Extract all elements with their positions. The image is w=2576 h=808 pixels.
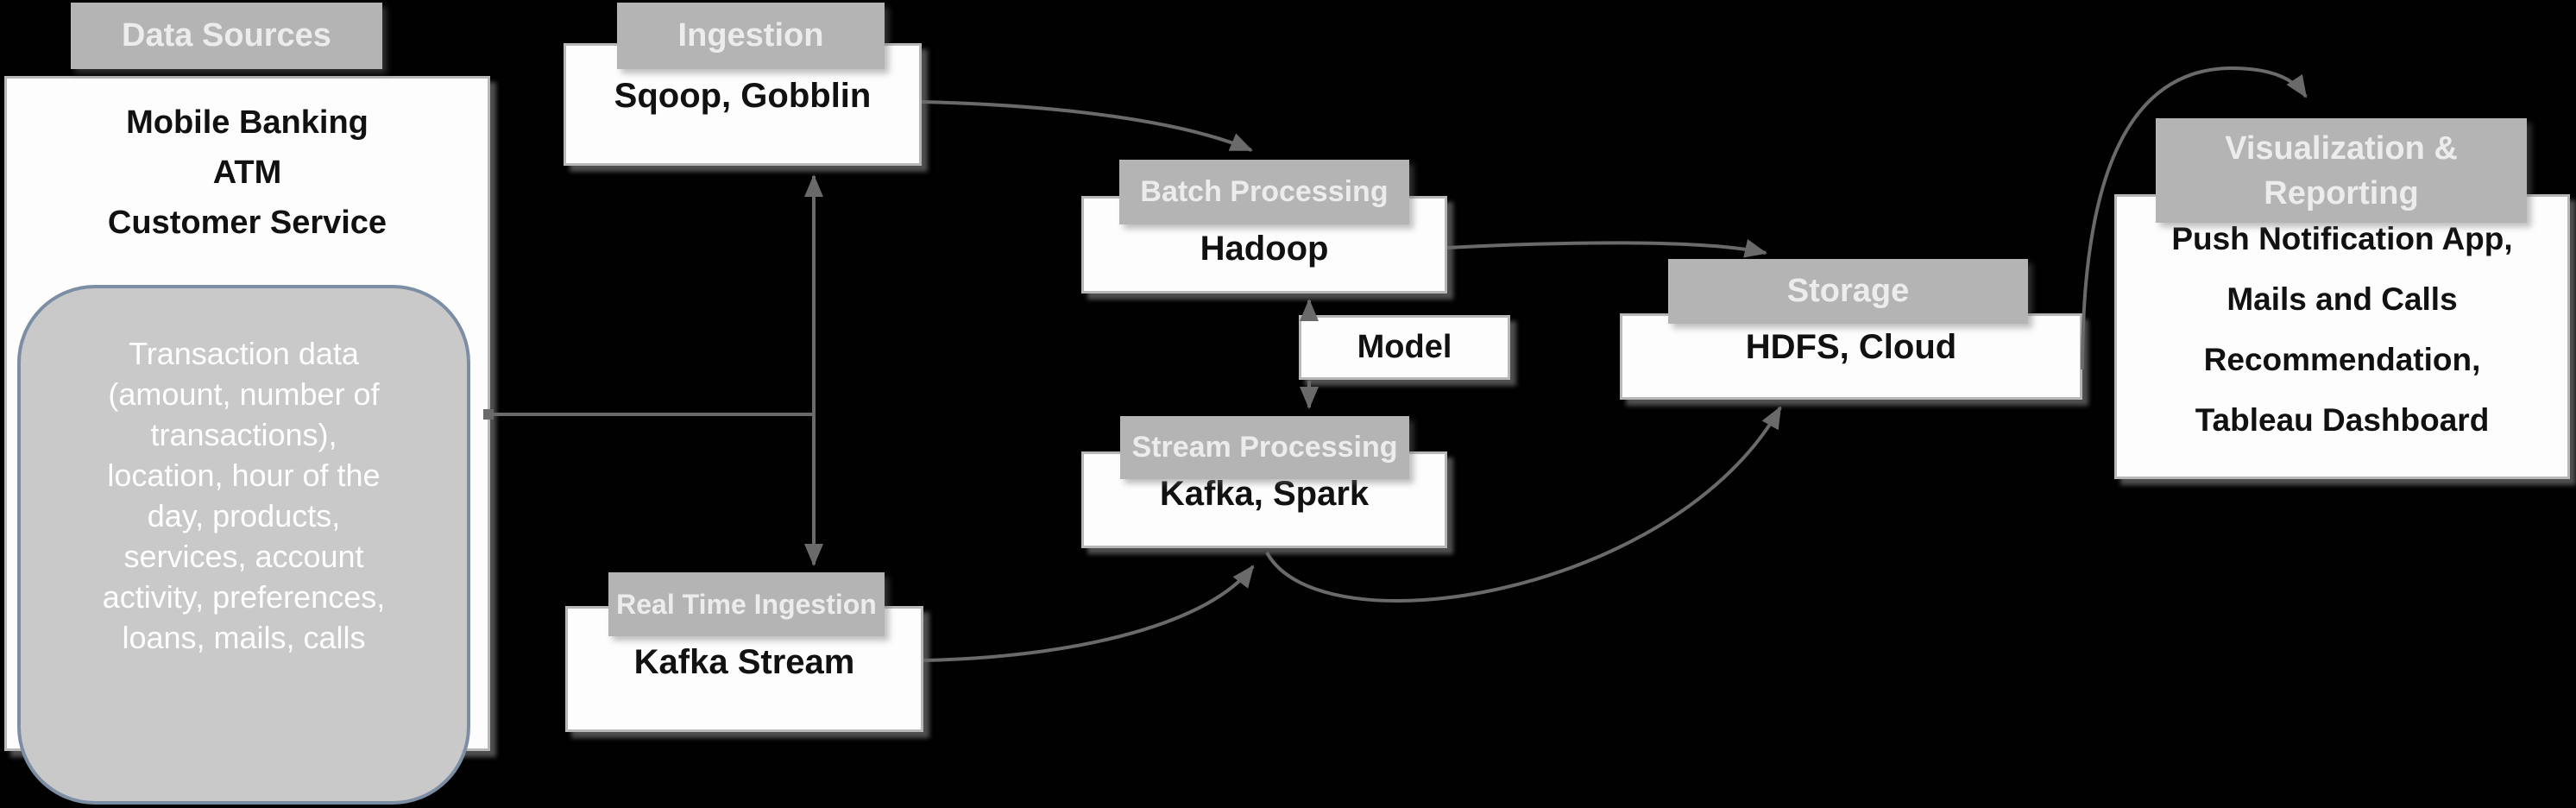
visualization-header-line1: Visualization & bbox=[2225, 129, 2458, 167]
storage-header-tab: Storage bbox=[1668, 259, 2028, 324]
model-box: Model bbox=[1299, 315, 1510, 380]
visualization-output-line: Mails and Calls bbox=[2226, 281, 2458, 317]
transaction-data-line: activity, preferences, bbox=[102, 579, 386, 615]
visualization-header-line2: Reporting bbox=[2264, 174, 2419, 211]
connector-hadoop-to-storage bbox=[1446, 239, 1767, 258]
storage-tools-label: HDFS, Cloud bbox=[1745, 328, 1957, 366]
transaction-data-line: transactions), bbox=[150, 417, 337, 452]
batch-processing-tools-label: Hadoop bbox=[1200, 230, 1329, 268]
connector-ingestion-to-batch bbox=[921, 100, 1253, 152]
storage-header-label: Storage bbox=[1786, 273, 1910, 309]
stream-processing-header-label: Stream Processing bbox=[1131, 431, 1398, 464]
visualization-reporting-box: Push Notification App, Mails and Calls R… bbox=[2114, 194, 2570, 479]
transaction-data-line: loans, mails, calls bbox=[122, 620, 366, 655]
visualization-reporting-header-tab: Visualization & Reporting bbox=[2156, 118, 2527, 223]
transaction-data-line: Transaction data bbox=[129, 336, 359, 371]
ingestion-header-tab: Ingestion bbox=[617, 3, 885, 69]
storage-box: HDFS, Cloud bbox=[1620, 313, 2082, 400]
stream-processing-header-tab: Stream Processing bbox=[1120, 416, 1409, 479]
transaction-data-line: location, hour of the bbox=[107, 458, 381, 493]
data-sources-header-tab: Data Sources bbox=[71, 3, 382, 69]
ingestion-tools-label: Sqoop, Gobblin bbox=[614, 77, 872, 115]
visualization-output-line: Recommendation, bbox=[2203, 342, 2481, 377]
transaction-data-line: services, account bbox=[123, 539, 364, 574]
data-source-item: Customer Service bbox=[107, 205, 387, 241]
real-time-ingestion-tools-label: Kafka Stream bbox=[633, 643, 855, 681]
batch-processing-header-label: Batch Processing bbox=[1140, 175, 1389, 208]
stream-processing-tools-label: Kafka, Spark bbox=[1159, 475, 1370, 513]
transaction-data-bubble: Transaction data (amount, number of tran… bbox=[17, 285, 470, 805]
data-sources-header-label: Data Sources bbox=[122, 17, 331, 54]
visualization-output-line: Tableau Dashboard bbox=[2195, 402, 2490, 438]
transaction-data-line: (amount, number of bbox=[108, 376, 380, 412]
real-time-ingestion-header-tab: Real Time Ingestion bbox=[608, 572, 885, 636]
real-time-ingestion-header-label: Real Time Ingestion bbox=[616, 588, 877, 620]
ingestion-header-label: Ingestion bbox=[677, 17, 824, 54]
data-source-item: Mobile Banking bbox=[126, 104, 368, 141]
connector-kafka-stream-to-stream-processing bbox=[923, 565, 1255, 662]
model-label: Model bbox=[1357, 329, 1452, 365]
transaction-data-line: day, products, bbox=[147, 498, 341, 533]
data-source-item: ATM bbox=[212, 155, 282, 191]
batch-processing-header-tab: Batch Processing bbox=[1119, 160, 1409, 224]
